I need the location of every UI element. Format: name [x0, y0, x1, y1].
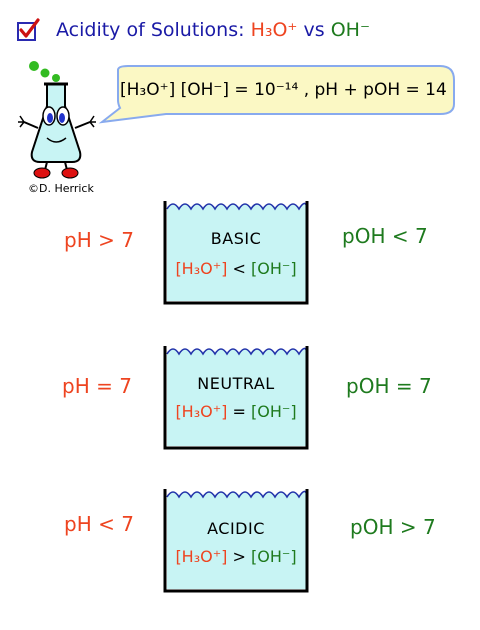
concentration-comparison: [H₃O⁺] = [OH⁻]	[163, 402, 309, 421]
oh-concentration: [OH⁻]	[251, 402, 297, 421]
beaker-icon	[163, 346, 309, 450]
page-title: Acidity of Solutions: H₃O⁺ vs OH⁻	[56, 19, 370, 41]
basic-solution-beaker: BASIC [H₃O⁺] < [OH⁻]	[163, 195, 309, 309]
comparison-operator: <	[232, 259, 246, 278]
author-credit: ©D. Herrick	[28, 182, 94, 195]
concentration-comparison: [H₃O⁺] > [OH⁻]	[163, 547, 309, 566]
poh-condition: pOH = 7	[346, 374, 432, 398]
poh-condition: pOH < 7	[342, 224, 428, 248]
flask-character-icon	[18, 61, 96, 179]
h3o-concentration: [H₃O⁺]	[175, 402, 228, 421]
title-vs: vs	[303, 19, 325, 41]
oh-concentration: [OH⁻]	[251, 259, 297, 278]
concentration-comparison: [H₃O⁺] < [OH⁻]	[163, 259, 309, 278]
title-oh: OH⁻	[330, 19, 370, 41]
neutral-solution-beaker: NEUTRAL [H₃O⁺] = [OH⁻]	[163, 340, 309, 454]
ph-condition: pH > 7	[64, 228, 134, 252]
solution-name: BASIC	[210, 229, 262, 248]
oh-concentration: [OH⁻]	[251, 547, 297, 566]
ph-condition: pH < 7	[64, 512, 134, 536]
title-h3o: H₃O⁺	[250, 19, 298, 41]
h3o-concentration: [H₃O⁺]	[175, 547, 228, 566]
ph-condition: pH = 7	[62, 374, 132, 398]
speech-bubble	[98, 65, 455, 124]
ion-product-equation: [H₃O⁺] [OH⁻] = 10⁻¹⁴ , pH + pOH = 14	[120, 80, 447, 100]
checkbox-icon	[17, 18, 40, 41]
header: Acidity of Solutions: H₃O⁺ vs OH⁻	[16, 12, 456, 48]
comparison-operator: >	[232, 547, 246, 566]
acidic-solution-beaker: ACIDIC [H₃O⁺] > [OH⁻]	[163, 483, 309, 597]
solution-name: NEUTRAL	[197, 374, 275, 393]
beaker-icon	[163, 201, 309, 305]
poh-condition: pOH > 7	[350, 515, 436, 539]
solution-name: ACIDIC	[207, 519, 265, 538]
comparison-operator: =	[232, 402, 246, 421]
beaker-icon	[163, 489, 309, 593]
h3o-concentration: [H₃O⁺]	[175, 259, 228, 278]
title-prefix: Acidity of Solutions:	[56, 19, 245, 41]
